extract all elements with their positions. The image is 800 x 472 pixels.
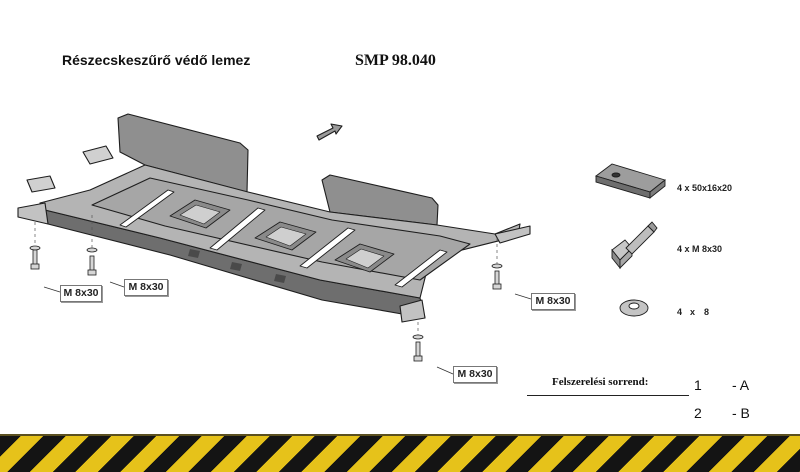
skid-plate-left-riser <box>117 113 249 193</box>
skirt-notch <box>188 249 200 258</box>
vent-slot <box>394 249 448 288</box>
bolt-size-callout: M 8x30 <box>124 279 168 296</box>
hazard-stripe-edge <box>0 434 800 436</box>
legend-plate-label: 4 x 50x16x20 <box>677 183 733 193</box>
part-title: Részecskeszűrő védő lemez <box>62 52 251 68</box>
front-right-mounting-tab <box>399 299 426 323</box>
vent-slot <box>119 189 175 228</box>
hazard-stripe-band <box>0 434 800 472</box>
assembly-sequence-title: Felszerelési sorrend: <box>552 376 649 388</box>
assembly-sequence-rule <box>527 395 689 396</box>
bolt-size-callout: M 8x30 <box>60 285 102 302</box>
legend-bolt-icon <box>611 221 658 270</box>
direction-arrow-icon <box>316 123 343 141</box>
bolt-size-callout: M 8x30 <box>531 293 575 310</box>
upper-left-fixing-tab <box>82 145 114 165</box>
assembly-step-number: 2 <box>694 405 702 421</box>
bolt-size-callout: M 8x30 <box>453 366 497 383</box>
left-mounting-tab <box>17 202 49 225</box>
legend-plate-icon <box>595 163 666 199</box>
bolt-left-outer <box>29 245 41 270</box>
skirt-notch <box>274 274 286 283</box>
bolt-front <box>412 334 424 362</box>
drain-recess-inner <box>265 226 307 247</box>
legend-washer-qty: 4 <box>677 307 683 317</box>
legend-bolt-label: 4 x M 8x30 <box>677 244 723 254</box>
legend-washer-times: x <box>690 307 696 317</box>
legend-washer-size: 8 <box>704 307 710 317</box>
skirt-notch <box>230 262 242 271</box>
part-code: SMP 98.040 <box>355 52 436 69</box>
assembly-step-letter: - A <box>732 377 750 393</box>
assembly-step-letter: - B <box>732 405 750 421</box>
bolt-left-inner <box>86 247 98 276</box>
vent-slot <box>299 227 356 269</box>
right-mounting-tab <box>494 225 531 244</box>
drain-recess-inner <box>179 204 221 225</box>
bolt-right <box>491 263 503 290</box>
vent-slot <box>209 207 266 251</box>
legend-washer-icon <box>619 299 649 317</box>
drain-recess-inner <box>345 248 385 269</box>
assembly-step-number: 1 <box>694 377 702 393</box>
upper-left-fixing-tab-2 <box>26 175 56 193</box>
